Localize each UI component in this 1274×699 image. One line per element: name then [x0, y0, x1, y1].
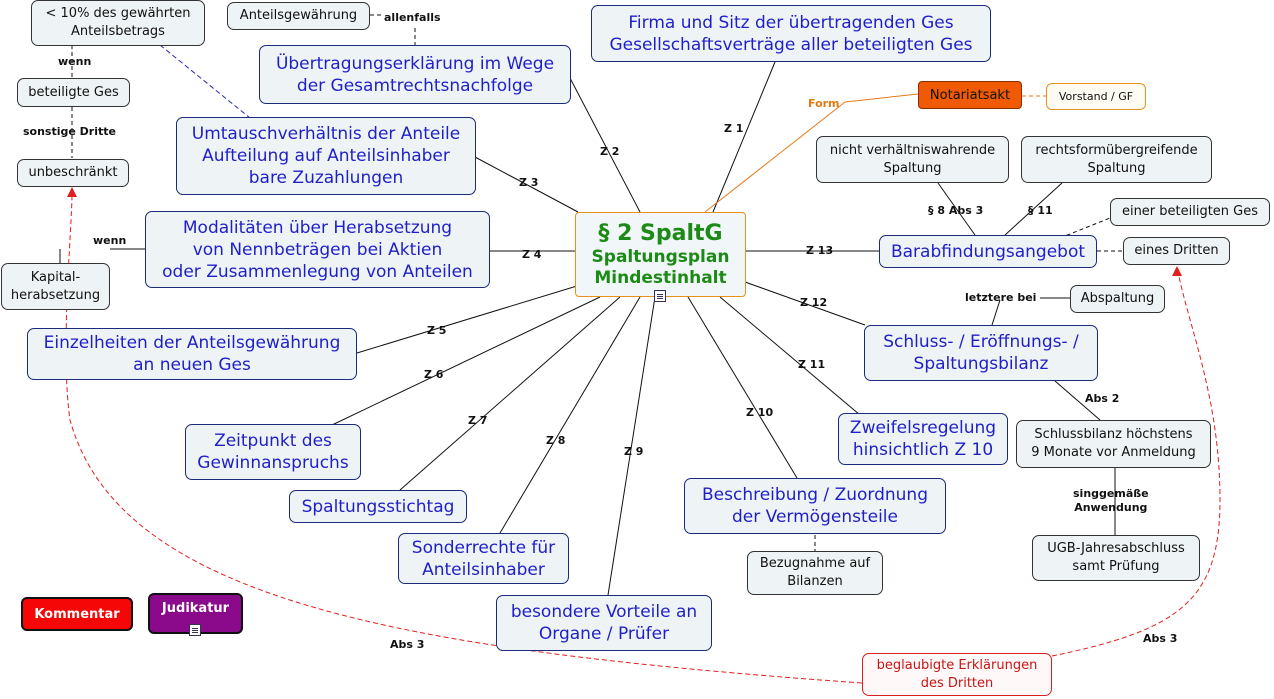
label-wenn-mid: wenn — [93, 234, 127, 247]
label-abs2: Abs 2 — [1085, 392, 1120, 405]
node-beteiligte-ges[interactable]: beteiligte Ges — [17, 78, 130, 107]
label-z9: Z 9 — [624, 445, 644, 458]
node-schlussbilanz[interactable]: Schlussbilanz höchstens 9 Monate vor Anm… — [1016, 420, 1211, 468]
node-rechtsform[interactable]: rechtsformübergreifende Spaltung — [1021, 136, 1212, 183]
judikatur-document-icon[interactable] — [189, 624, 201, 636]
center-topic[interactable]: § 2 SpaltG Spaltungsplan Mindestinhalt — [575, 212, 746, 297]
node-uebertragung[interactable]: Übertragungserklärung im Wege der Gesamt… — [259, 45, 571, 104]
node-beschreibung[interactable]: Beschreibung / Zuordnung der Vermögenste… — [684, 478, 946, 534]
label-z10: Z 10 — [746, 406, 774, 419]
node-modalitaeten[interactable]: Modalitäten über Herabsetzung von Nennbe… — [145, 211, 490, 288]
label-z12: Z 12 — [800, 296, 828, 309]
label-z8: Z 8 — [546, 434, 566, 447]
label-letztere: letztere bei — [965, 291, 1037, 304]
node-unbeschraenkt[interactable]: unbeschränkt — [17, 159, 129, 187]
label-sonstige-dritte: sonstige Dritte — [23, 125, 116, 138]
document-icon[interactable] — [654, 290, 666, 302]
kommentar-button[interactable]: Kommentar — [21, 597, 133, 631]
node-ugb[interactable]: UGB-Jahresabschluss samt Prüfung — [1032, 535, 1200, 581]
node-notariatsakt[interactable]: Notariatsakt — [918, 81, 1022, 109]
label-para8: § 8 Abs 3 — [928, 204, 984, 217]
label-z5: Z 5 — [427, 324, 447, 337]
node-einzelheiten[interactable]: Einzelheiten der Anteilsgewährung an neu… — [27, 328, 357, 380]
label-abs3-left: Abs 3 — [390, 638, 425, 651]
center-subtitle-1: Spaltungsplan — [591, 246, 730, 267]
label-z11: Z 11 — [798, 358, 826, 371]
node-beglaubigte[interactable]: beglaubigte Erklärungen des Dritten — [862, 653, 1052, 696]
label-z3: Z 3 — [519, 176, 539, 189]
node-firma[interactable]: Firma und Sitz der übertragenden Ges Ges… — [591, 5, 991, 62]
center-subtitle-2: Mindestinhalt — [594, 267, 727, 288]
center-title: § 2 SpaltG — [598, 220, 723, 246]
node-bezugnahme[interactable]: Bezugnahme auf Bilanzen — [747, 551, 883, 595]
node-bilanz[interactable]: Schluss- / Eröffnungs- / Spaltungsbilanz — [864, 325, 1098, 381]
node-stichtag[interactable]: Spaltungsstichtag — [289, 490, 467, 523]
label-para11: § 11 — [1028, 204, 1053, 217]
node-zweifel[interactable]: Zweifelsregelung hinsichtlich Z 10 — [838, 413, 1008, 465]
judikatur-button[interactable]: Judikatur — [148, 593, 243, 634]
node-umtausch[interactable]: Umtauschverhältnis der Anteile Aufteilun… — [176, 117, 476, 195]
label-z4: Z 4 — [522, 248, 542, 261]
node-zeitpunkt[interactable]: Zeitpunkt des Gewinnanspruchs — [185, 424, 361, 480]
label-z7: Z 7 — [468, 414, 488, 427]
node-anteilsgewaehrung[interactable]: Anteilsgewährung — [227, 2, 370, 30]
label-singgemaess: singgemäße Anwendung — [1073, 487, 1149, 514]
node-abspaltung[interactable]: Abspaltung — [1070, 285, 1165, 313]
node-sonderrechte[interactable]: Sonderrechte für Anteilsinhaber — [398, 533, 569, 584]
label-z13: Z 13 — [806, 244, 834, 257]
node-vorstand[interactable]: Vorstand / GF — [1046, 83, 1146, 110]
label-allenfalls: allenfalls — [384, 11, 441, 24]
label-wenn-top: wenn — [58, 55, 92, 68]
label-z6: Z 6 — [424, 368, 444, 381]
label-abs3-right: Abs 3 — [1143, 632, 1178, 645]
label-z2: Z 2 — [600, 145, 620, 158]
node-eines-dritten[interactable]: eines Dritten — [1123, 237, 1230, 265]
label-form: Form — [808, 97, 840, 110]
node-barabfindung[interactable]: Barabfindungsangebot — [879, 235, 1097, 268]
node-nicht-verhaeltnis[interactable]: nicht verhältniswahrende Spaltung — [816, 136, 1009, 183]
node-zehn-prozent[interactable]: < 10% des gewährten Anteilsbetrags — [31, 0, 205, 46]
node-vorteile[interactable]: besondere Vorteile an Organe / Prüfer — [496, 595, 712, 651]
node-einer-beteiligten[interactable]: einer beteiligten Ges — [1110, 198, 1270, 226]
node-kapital[interactable]: Kapital- herabsetzung — [1, 263, 110, 310]
label-z1: Z 1 — [724, 122, 744, 135]
